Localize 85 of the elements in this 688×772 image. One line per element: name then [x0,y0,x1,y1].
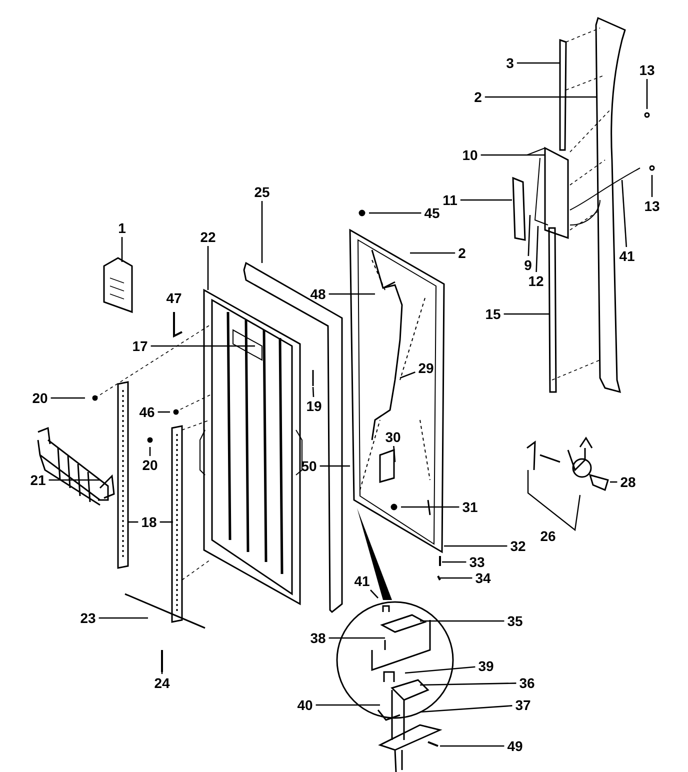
leader-line [161,653,163,674]
callout-number: 11 [442,192,458,208]
leader-line [370,590,378,598]
leader-line [150,345,255,347]
leader-line [98,617,148,619]
callout-number: 21 [29,472,47,488]
callout-number: 1 [117,220,127,236]
leader-line [128,521,138,523]
leader-line [404,666,476,674]
callout-number: 20 [141,457,159,473]
callout-number: 45 [423,205,441,221]
leader-line [480,154,545,156]
callout-number: 31 [461,499,479,515]
callout-number: 32 [509,538,527,554]
callout-number: 17 [131,338,149,354]
leader-line [316,704,380,706]
callout-number: 9 [523,257,533,273]
callout-number: 49 [506,738,524,754]
callout-number: 23 [79,610,97,626]
callout-number: 41 [353,573,371,589]
callout-number: 12 [527,273,545,289]
leader-line [401,506,460,508]
leader-line [651,175,653,197]
leader-line [312,386,314,398]
leader-line [442,561,466,563]
leader-line [444,545,508,547]
callout-number: 40 [296,697,314,713]
leader-line [328,637,385,639]
callout-number: 26 [539,528,557,544]
callout-number: 39 [477,658,495,674]
leader-line [400,372,416,379]
callout-number: 35 [506,613,524,629]
leader-line [420,705,512,713]
leader-line [48,479,100,481]
leader-line [320,465,350,467]
callout-number: 50 [300,458,318,474]
leader-line [420,682,516,686]
leader-line [646,79,648,109]
leader-line [149,447,151,456]
callout-number: 29 [417,360,435,376]
leader-line [621,180,628,248]
leader-line [516,62,560,64]
callout-number: 47 [165,290,183,306]
callout-number: 2 [473,89,483,105]
leader-line [420,620,504,622]
leader-line [440,745,504,747]
callout-number: 20 [31,390,49,406]
callout-number: 24 [153,675,171,691]
callout-number: 28 [619,474,637,490]
leader-line [440,577,472,579]
callout-number: 15 [484,306,502,322]
leader-line [50,397,85,399]
callout-number: 22 [199,229,217,245]
leader-line [528,214,531,256]
leader-line [160,521,173,523]
callout-number: 48 [309,286,327,302]
leader-line [536,226,539,272]
callout-number: 30 [384,429,402,445]
callout-number: 34 [474,570,492,586]
leader-line [261,201,263,263]
leader-line [610,481,618,483]
callout-number: 38 [309,630,327,646]
callout-number: 2 [457,245,467,261]
callout-number: 36 [518,675,536,691]
leader-line [369,212,422,214]
leader-line [484,96,597,98]
leader-line [207,246,209,290]
leader-line [410,252,456,254]
callout-number: 33 [468,554,486,570]
callout-number: 19 [305,398,323,414]
leader-line [393,446,396,462]
callout-number: 25 [253,184,271,200]
callout-number: 41 [618,248,636,264]
leader-line [460,199,512,201]
leader-line [121,237,123,262]
leader-line [328,293,375,295]
leader-line [504,313,549,315]
callout-number: 10 [461,147,479,163]
callout-number: 37 [514,697,532,713]
callout-number: 13 [643,198,661,214]
leader-line [158,411,170,413]
callout-number: 3 [505,55,515,71]
callout-number: 46 [138,404,156,420]
callout-number: 18 [140,514,158,530]
callout-number: 13 [638,62,656,78]
